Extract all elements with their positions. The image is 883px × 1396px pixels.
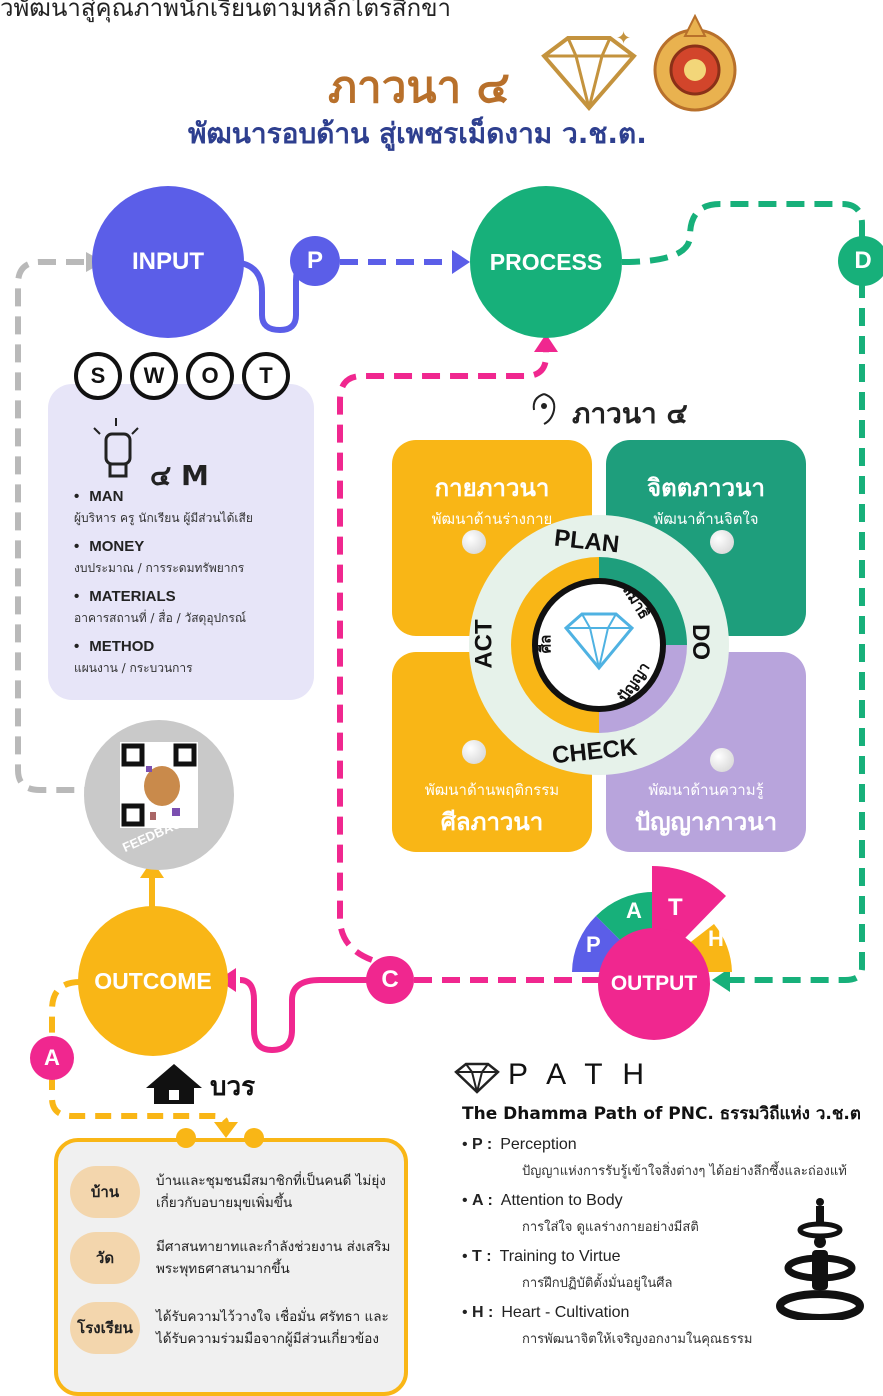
list-item: • H :Heart - Cultivation การพัฒนาจิตให้เ… bbox=[462, 1304, 753, 1347]
d-node: D bbox=[838, 236, 883, 286]
pearl-icon bbox=[710, 748, 734, 772]
swot-letter-s: S bbox=[74, 352, 122, 400]
bor-text: มีศาสนทายาทและกำลังช่วยงาน ส่งเสริมพระพุ… bbox=[156, 1239, 391, 1277]
path-head: Heart - Cultivation bbox=[501, 1304, 630, 1321]
swot-row: S W O T bbox=[74, 352, 290, 400]
swot-letter-t: T bbox=[242, 352, 290, 400]
process-circle: PROCESS bbox=[470, 186, 622, 338]
path-badge-t: T bbox=[668, 894, 683, 921]
pearl-icon bbox=[710, 530, 734, 554]
bor-text: บ้านและชุมชนมีสมาชิกที่เป็นคนดี ไม่ยุ่งเ… bbox=[156, 1173, 386, 1211]
pdca-ring bbox=[469, 515, 729, 775]
panna-title: ปัญญาภาวนา bbox=[634, 808, 778, 836]
list-item: • T :Training to Virtue การฝึกปฏิบัติตั้… bbox=[462, 1248, 673, 1291]
house-icon bbox=[146, 1064, 202, 1104]
m-sub: ผู้บริหาร ครู นักเรียน ผู้มีส่วนได้เสีย bbox=[74, 511, 253, 525]
page-subtitle: พัฒนารอบด้าน สู่เพชรเม็ดงาม ว.ช.ต. bbox=[188, 117, 647, 150]
kaya-title: กายภาวนา bbox=[434, 474, 550, 502]
person-on-path-icon bbox=[776, 1198, 864, 1320]
path-head: Attention to Body bbox=[500, 1192, 623, 1209]
header-top-line: วพัฒนาสู่คุณภาพนักเรียนตามหลักไตรสิกขา bbox=[0, 0, 451, 22]
path-title: P A T H bbox=[508, 1058, 651, 1091]
m-head: MATERIALS bbox=[74, 588, 314, 605]
qr-code-icon bbox=[120, 742, 198, 828]
list-item: METHOD แผนงาน / กระบวนการ bbox=[74, 638, 314, 678]
m-sub: อาคารสถานที่ / สื่อ / วัสดุอุปกรณ์ bbox=[74, 611, 246, 625]
citta-title: จิตตภาวนา bbox=[647, 474, 765, 502]
page-title: ภาวนา ๔ bbox=[328, 62, 510, 113]
diamond-outline-icon bbox=[454, 1062, 500, 1094]
outcome-circle: OUTCOME bbox=[78, 906, 228, 1056]
sila-title: ศีลภาวนา bbox=[440, 808, 544, 836]
bor-badge: บ้าน bbox=[70, 1166, 140, 1218]
bor-badge: วัด bbox=[70, 1232, 140, 1284]
four-m-list: MAN ผู้บริหาร ครู นักเรียน ผู้มีส่วนได้เส… bbox=[74, 488, 314, 688]
list-item: MONEY งบประมาณ / การระดมทรัพยากร bbox=[74, 538, 314, 578]
list-item: วัด มีศาสนทายาทและกำลังช่วยงาน ส่งเสริมพ… bbox=[70, 1232, 396, 1284]
meditation-head-icon bbox=[532, 393, 556, 425]
path-letter: P : bbox=[472, 1136, 493, 1153]
list-item: MAN ผู้บริหาร ครู นักเรียน ผู้มีส่วนได้เส… bbox=[74, 488, 314, 528]
fist-icon bbox=[93, 418, 139, 478]
four-m-title: ๔ M bbox=[150, 459, 209, 492]
act-label: ACT bbox=[470, 619, 498, 669]
a-node: A bbox=[30, 1036, 74, 1080]
ring-dot bbox=[244, 1128, 264, 1148]
path-sub: การฝึกปฏิบัติตั้งมั่นอยู่ในศีล bbox=[522, 1276, 673, 1291]
input-circle: INPUT bbox=[92, 186, 244, 338]
path-badge-a: A bbox=[626, 898, 642, 923]
bhavana-title: ภาวนา ๔ bbox=[572, 397, 688, 430]
list-item: บ้าน บ้านและชุมชนมีสมาชิกที่เป็นคนดี ไม่… bbox=[70, 1166, 396, 1218]
sila-sub: พัฒนาด้านพฤติกรรม bbox=[424, 781, 560, 799]
path-badge-h: H bbox=[708, 926, 724, 951]
m-sub: แผนงาน / กระบวนการ bbox=[74, 661, 193, 675]
m-head: MAN bbox=[74, 488, 314, 505]
ring-dot bbox=[176, 1128, 196, 1148]
feedback-circle[interactable] bbox=[84, 720, 234, 870]
output-circle: OUTPUT bbox=[598, 928, 710, 1040]
sila-ring-label: ศีล bbox=[536, 634, 555, 654]
c-node: C bbox=[366, 956, 414, 1004]
path-subtitle: The Dhamma Path of PNC. ธรรมวิถีแห่ง ว.ช… bbox=[462, 1104, 861, 1124]
swot-letter-o: O bbox=[186, 352, 234, 400]
pearl-icon bbox=[462, 740, 486, 764]
m-head: MONEY bbox=[74, 538, 314, 555]
path-badge-p: P bbox=[586, 932, 601, 957]
bor-text: ได้รับความไว้วางใจ เชื่อมั่น ศรัทธา และไ… bbox=[156, 1309, 389, 1347]
do-label: DO bbox=[687, 624, 714, 660]
m-sub: งบประมาณ / การระดมทรัพยากร bbox=[74, 561, 245, 575]
citta-sub: พัฒนาด้านจิตใจ bbox=[653, 510, 759, 528]
m-head: METHOD bbox=[74, 638, 314, 655]
list-item: • A :Attention to Body การใส่ใจ ดูแลร่าง… bbox=[462, 1192, 699, 1235]
list-item: • P :Perception ปัญญาแห่งการรับรู้เข้าใจ… bbox=[462, 1136, 883, 1181]
bor-title: บวร bbox=[210, 1072, 256, 1102]
path-sub: การพัฒนาจิตให้เจริญงอกงามในคุณธรรม bbox=[522, 1332, 753, 1347]
swot-letter-w: W bbox=[130, 352, 178, 400]
diamond-icon: ✦ bbox=[541, 30, 637, 112]
path-letter: T : bbox=[472, 1248, 492, 1265]
pearl-icon bbox=[462, 530, 486, 554]
path-head: Perception bbox=[500, 1136, 577, 1153]
path-sub: ปัญญาแห่งการรับรู้เข้าใจสิ่งต่างๆ ได้อย่… bbox=[522, 1164, 847, 1179]
path-letter: H : bbox=[472, 1304, 494, 1321]
path-letter: A : bbox=[472, 1192, 493, 1209]
path-head: Training to Virtue bbox=[499, 1248, 621, 1265]
list-item: MATERIALS อาคารสถานที่ / สื่อ / วัสดุอุปก… bbox=[74, 588, 314, 628]
path-sub: การใส่ใจ ดูแลร่างกายอย่างมีสติ bbox=[522, 1220, 699, 1235]
school-emblem-logo bbox=[653, 14, 737, 112]
svg-text:✦: ✦ bbox=[616, 30, 631, 49]
panna-sub: พัฒนาด้านความรู้ bbox=[648, 781, 764, 799]
p-node: P bbox=[290, 236, 340, 286]
kaya-sub: พัฒนาด้านร่างกาย bbox=[431, 510, 553, 528]
bor-badge: โรงเรียน bbox=[70, 1302, 140, 1354]
list-item: โรงเรียน ได้รับความไว้วางใจ เชื่อมั่น ศร… bbox=[70, 1302, 396, 1354]
